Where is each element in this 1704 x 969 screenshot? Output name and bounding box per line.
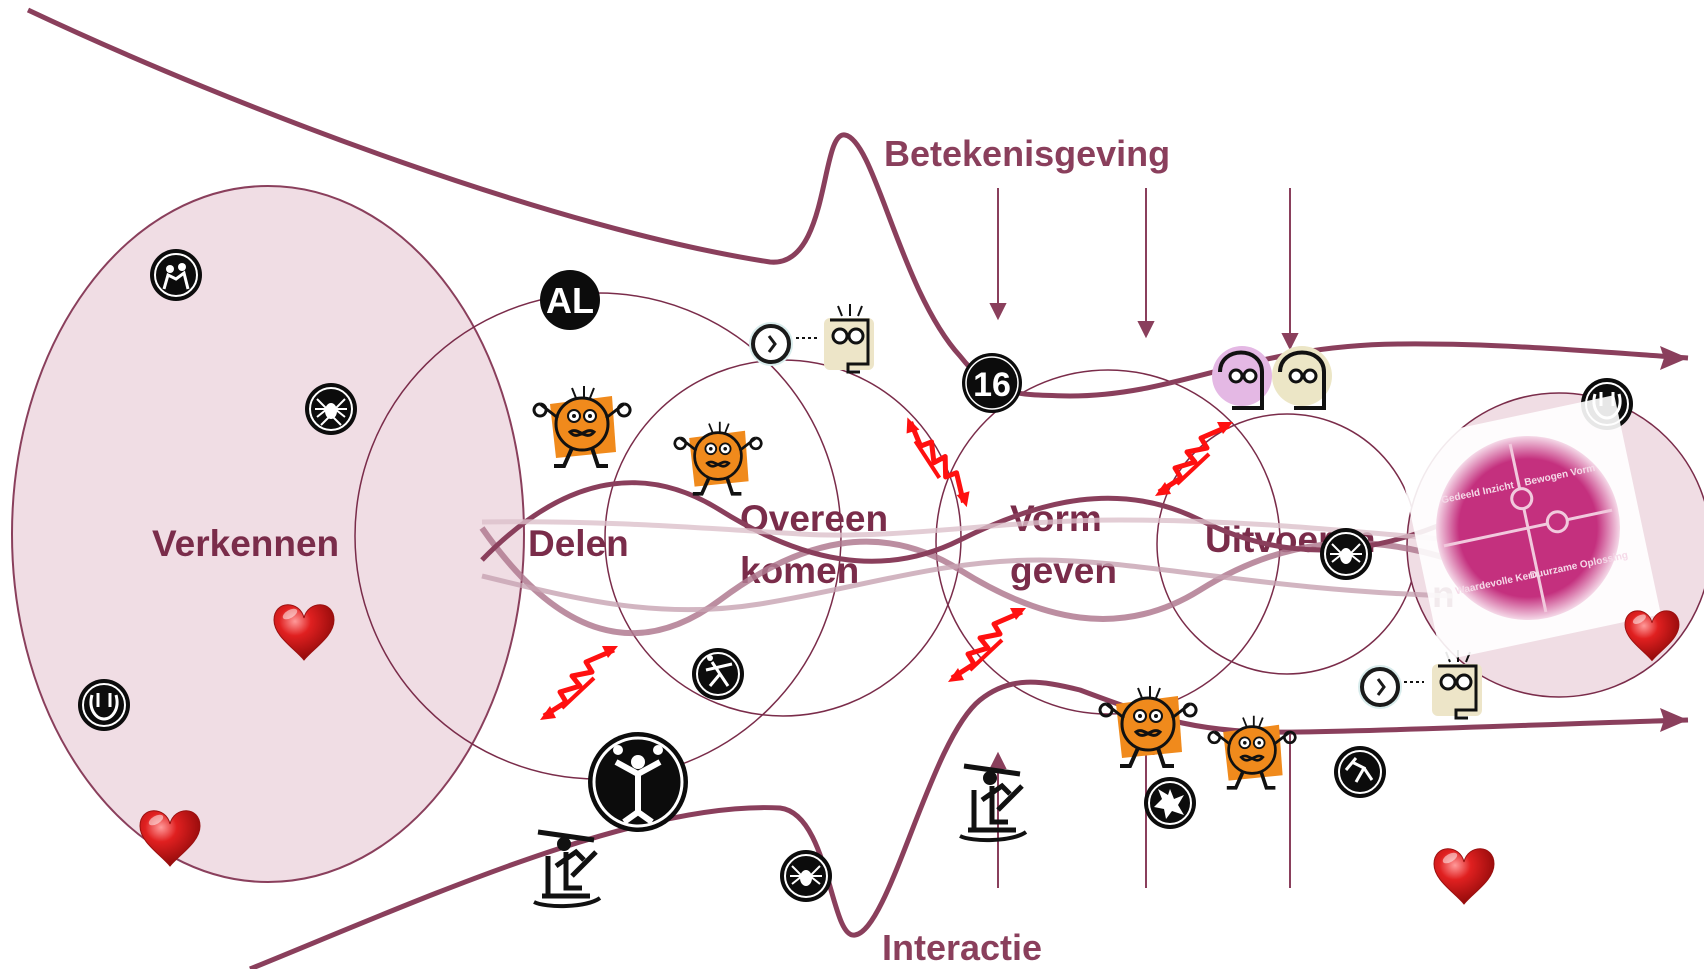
- sixteen-badge-icon: 16: [962, 353, 1022, 413]
- red-bidirectional-arrow-icon-3: [540, 646, 618, 720]
- group-icon: [149, 248, 203, 302]
- explosion-icon: [1143, 776, 1197, 830]
- phase-verkennen-label: Verkennen: [152, 523, 339, 564]
- spider-icon-bottom: [779, 849, 833, 903]
- puzzle-icon: Gedeeld Inzicht Bewogen Vorm Waardevolle…: [1395, 395, 1661, 661]
- red-bidirectional-arrow-icon-2: [1155, 422, 1233, 496]
- faces-icon: [1212, 346, 1332, 410]
- phase-delen-label: Delen: [528, 523, 629, 564]
- sixteen-badge-text: 16: [973, 366, 1011, 404]
- verkennen-area: [11, 185, 525, 883]
- al-badge-icon: AL: [540, 270, 600, 330]
- red-bidirectional-arrow-icon-4: [948, 608, 1026, 682]
- spider-icon-uitvoeren: [1319, 527, 1373, 581]
- vorm-geven-circle: [935, 369, 1281, 715]
- skier-icon-2: [960, 766, 1026, 840]
- betekenisgeving-label: Betekenisgeving: [884, 133, 1170, 174]
- orange-figure-icon-2: [673, 419, 764, 496]
- interwoven-strands: [479, 480, 1453, 636]
- clock-icon-2: [1356, 663, 1404, 711]
- skier-icon-1: [534, 832, 600, 906]
- orange-figure-icon-4: [1207, 713, 1298, 790]
- al-badge-text: AL: [546, 280, 594, 321]
- orange-figure-icon-1: [532, 384, 633, 468]
- betekenis-arrows: [989, 188, 1299, 351]
- interactie-label: Interactie: [882, 927, 1042, 968]
- dancer-icon: [691, 647, 745, 701]
- phase-vorm-label-line2: geven: [1010, 550, 1117, 591]
- upper-funnel-line: [26, 7, 1689, 399]
- lower-arrowhead: [1660, 708, 1688, 732]
- heart-icon-3: [1433, 848, 1495, 905]
- spider-icon: [304, 382, 358, 436]
- juggler-icon: [588, 732, 688, 832]
- thinking-head-icon-1: [822, 302, 876, 374]
- boxer-icon: [1333, 745, 1387, 799]
- red-bidirectional-arrow-icon-1: [894, 417, 980, 507]
- upper-arrowhead: [1660, 346, 1688, 370]
- hands-icon: [77, 678, 131, 732]
- clock-icon-1: [747, 320, 795, 368]
